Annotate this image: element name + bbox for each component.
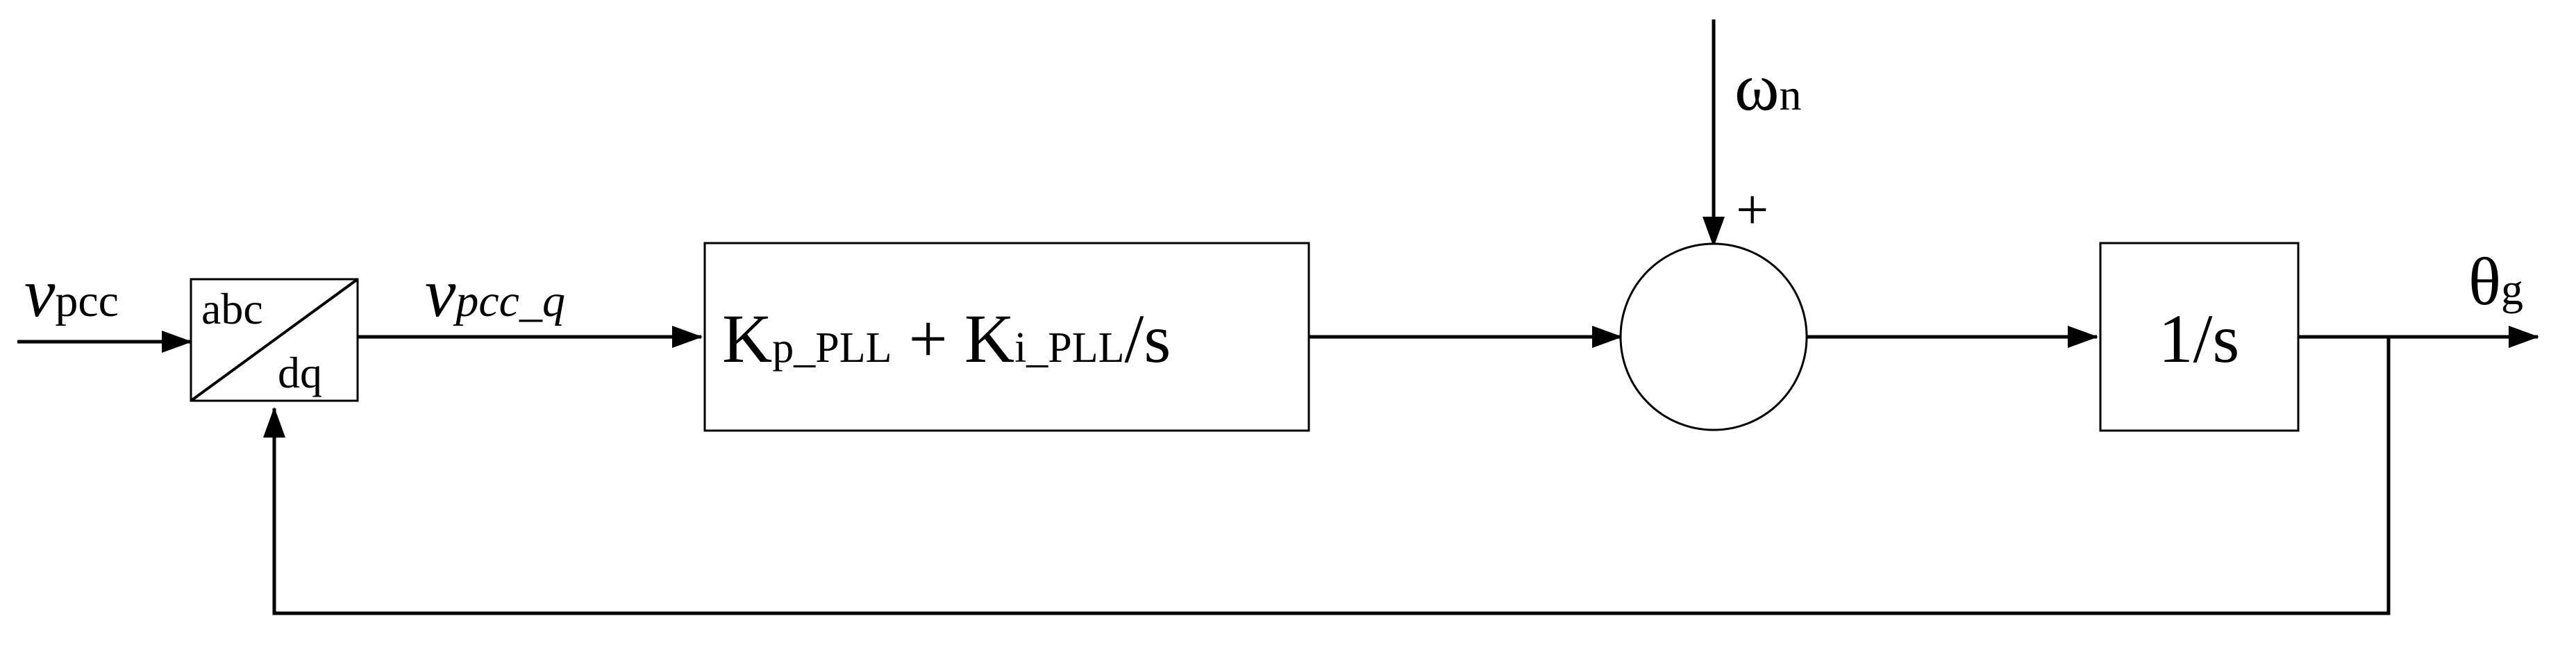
q-signal-label: vpcc_q (425, 254, 565, 331)
feedback-wire (263, 337, 2391, 615)
sum-plus-sign: + (1736, 178, 1768, 242)
integrator-label: 1/s (2159, 300, 2240, 377)
nominal-frequency-label: ωn (1734, 50, 1802, 125)
input-signal-label: vpcc (24, 254, 119, 331)
integrator-block (2099, 242, 2300, 432)
summing-junction (1619, 242, 1808, 431)
transform-top-label: abc (201, 284, 263, 333)
transform-bottom-label: dq (278, 348, 322, 397)
transform-diagonal (190, 278, 359, 402)
pi-controller-label: Kp_PLL+Ki_PLL/s (722, 300, 1171, 377)
pi-controller-block (703, 242, 1310, 432)
output-signal-label: θg (2468, 244, 2523, 319)
